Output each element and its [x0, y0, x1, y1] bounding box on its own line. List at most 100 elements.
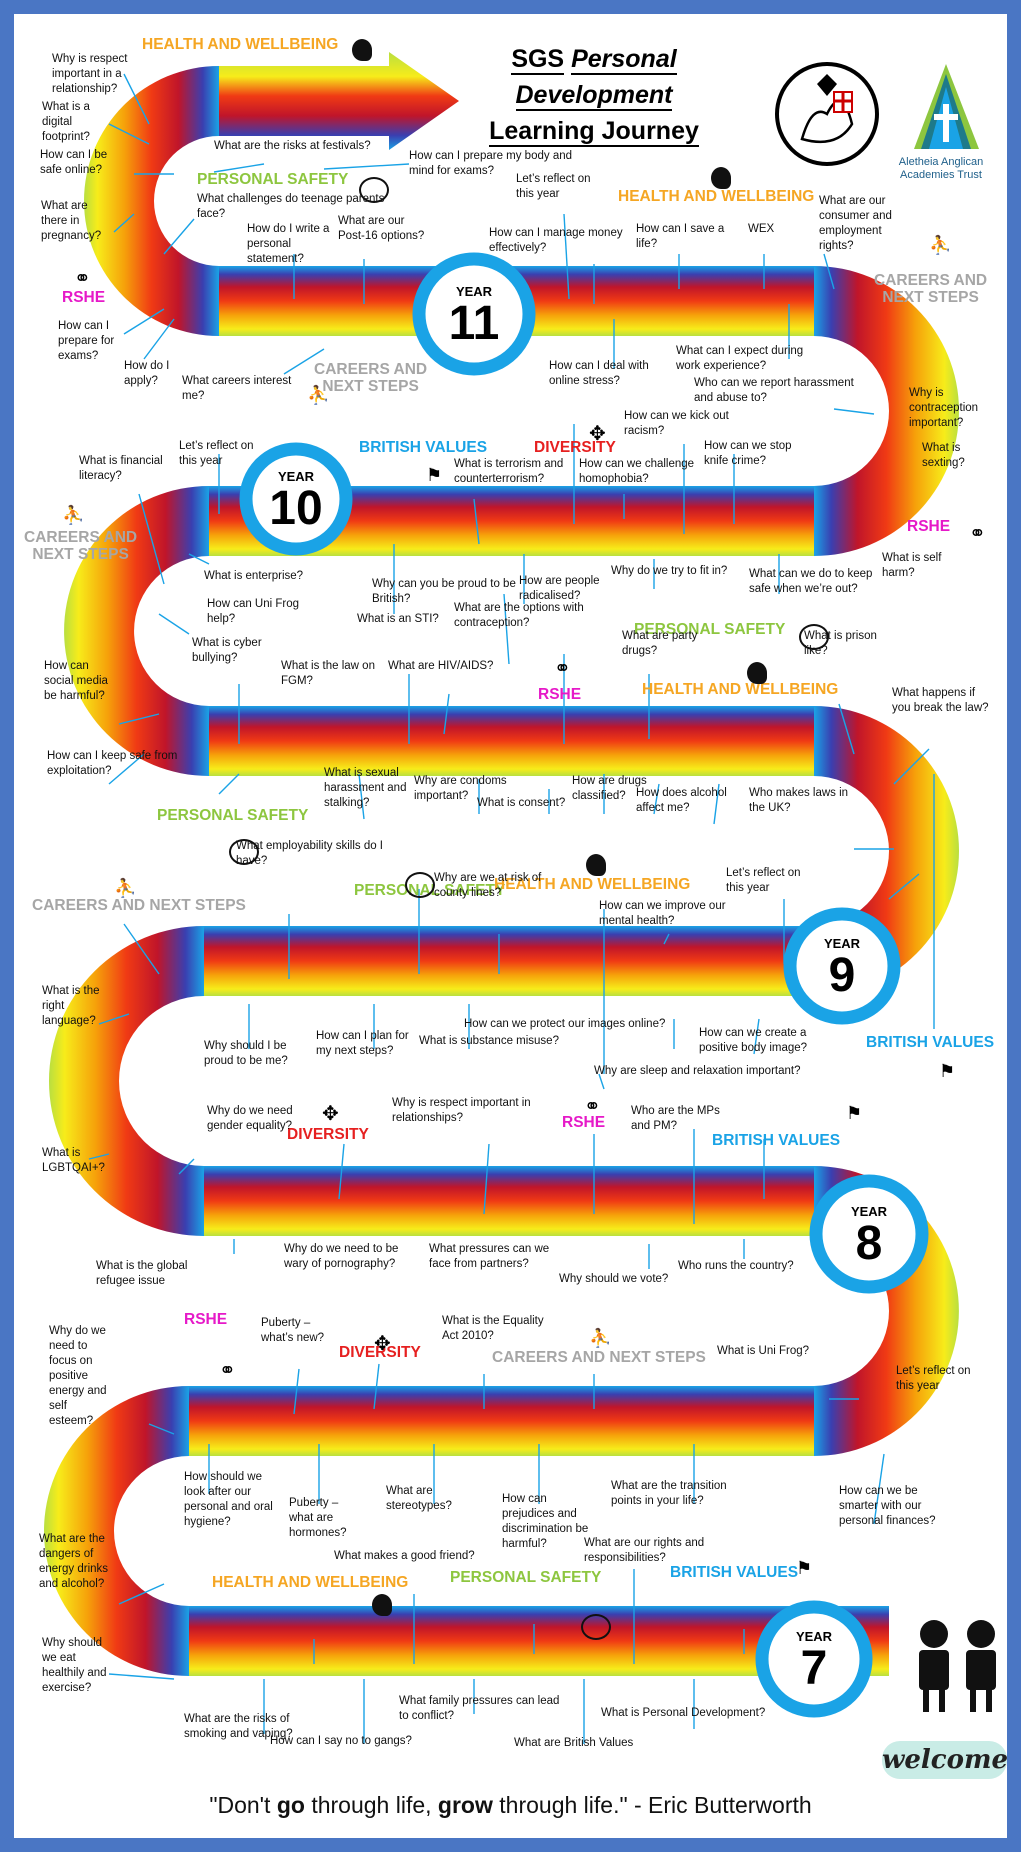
flag-person-icon: ⚑	[939, 1061, 956, 1081]
question: Why is respect important in a relationsh…	[52, 53, 128, 95]
cat-diversity: DIVERSITY	[534, 439, 616, 456]
question: How can I keep safe from exploitation?	[47, 750, 178, 777]
question: What is financial literacy?	[79, 455, 163, 482]
road-bend-top-left	[84, 66, 219, 336]
question: What is an STI?	[357, 613, 439, 625]
question: How should we look after our personal an…	[184, 1471, 273, 1528]
question: What are the risks at festivals?	[214, 140, 371, 152]
cat-careers-next-steps: CAREERS AND NEXT STEPS	[492, 1349, 706, 1366]
title-line2: Development	[515, 81, 673, 111]
connector-lines	[88, 73, 935, 1744]
question: How can we create a positive body image?	[699, 1027, 808, 1054]
question: What challenges do teenage parents face?	[197, 193, 385, 220]
title-line1: SGS	[511, 45, 565, 75]
cat-health-wellbeing: HEALTH AND WELLBEING	[142, 36, 339, 53]
year-circles	[239, 252, 929, 1718]
cat-british-values: BRITISH VALUES	[866, 1034, 995, 1051]
flag-person-icon: ⚑	[796, 1558, 813, 1578]
shield-hands-icon	[359, 177, 389, 203]
question: What family pressures can lead to confli…	[399, 1695, 560, 1722]
road-segment-year-7a	[189, 1386, 814, 1456]
question: Why are condoms important?	[414, 775, 507, 802]
question: What is Uni Frog?	[717, 1345, 810, 1357]
question: Let’s reflect on this year	[179, 440, 254, 467]
question: What is enterprise?	[204, 570, 304, 582]
diversity-arrows-icon: ✥	[322, 1103, 339, 1125]
question: Why should I be proud to be me?	[204, 1040, 288, 1067]
question: Puberty – what’s new?	[261, 1317, 325, 1344]
question: How do I write a personal statement?	[247, 223, 330, 265]
couple-icon: ⚭	[74, 268, 91, 290]
question: Who runs the country?	[678, 1260, 794, 1272]
question: What is cyber bullying?	[192, 637, 262, 664]
question: What are HIV/AIDS?	[388, 660, 494, 672]
question: How can we challenge homophobia?	[579, 458, 695, 485]
title-line3: Learning Journey	[489, 117, 699, 147]
question: How can I manage money effectively?	[489, 227, 623, 254]
shield-hands-icon	[799, 624, 829, 650]
question: What is terrorism and counterterrorism?	[454, 458, 564, 485]
question: What is consent?	[477, 797, 566, 809]
infographic-page: SGS Personal Development Learning Journe…	[14, 14, 1007, 1838]
title-line1b: Personal	[571, 45, 677, 75]
question: Why do we need to focus on positive ener…	[49, 1325, 107, 1427]
question: What is the right language?	[42, 985, 100, 1027]
question: Why should we eat healthily and exercise…	[42, 1637, 107, 1694]
question: What are British Values	[514, 1737, 634, 1749]
question: What are stereotypes?	[386, 1485, 452, 1512]
question: What employability skills do I have?	[236, 840, 383, 867]
school-crest-logo	[775, 62, 879, 166]
road-segment-sre	[209, 706, 814, 776]
question: Why is contraception important?	[909, 387, 979, 429]
question: How can social media be harmful?	[44, 660, 108, 702]
road-arrow-end	[219, 52, 459, 150]
question: Who can we report harassment and abuse t…	[694, 377, 854, 404]
road-bend-left-9	[49, 926, 204, 1236]
cat-british-values: BRITISH VALUES	[670, 1564, 799, 1581]
question: What are the options with contraception?	[454, 602, 584, 629]
question: What is substance misuse?	[419, 1035, 559, 1047]
question: What is self harm?	[882, 552, 942, 579]
shield-hands-icon	[581, 1614, 611, 1640]
question: What are the dangers of energy drinks an…	[39, 1533, 109, 1590]
cat-personal-safety: PERSONAL SAFETY	[197, 171, 349, 188]
road-bend-left-10	[64, 486, 209, 776]
question: What can I expect during work experience…	[676, 345, 804, 372]
question: What can we do to keep safe when we’re o…	[749, 568, 873, 595]
question: How can I deal with online stress?	[549, 360, 649, 387]
cat-personal-safety: PERSONAL SAFETY	[157, 807, 309, 824]
question: What is sexual harassment and stalking?	[324, 767, 407, 809]
shield-hands-icon	[405, 872, 435, 898]
question: How can we protect our images online?	[464, 1018, 666, 1030]
question: How can I save a life?	[636, 223, 725, 250]
head-gear-icon	[372, 1594, 392, 1616]
question: What are our Post-16 options?	[338, 215, 425, 242]
diversity-arrows-icon: ✥	[589, 423, 606, 445]
question: Who are the MPs and PM?	[631, 1105, 720, 1132]
question: Why do we try to fit in?	[611, 565, 728, 577]
question: What are the risks of smoking and vaping…	[184, 1713, 293, 1740]
question: Why do we need to be wary of pornography…	[284, 1243, 399, 1270]
cat-diversity: DIVERSITY	[339, 1344, 421, 1361]
head-gear-icon	[747, 662, 767, 684]
title-line2-wrap: Development	[459, 80, 729, 111]
question: What are our consumer and employment rig…	[819, 195, 892, 252]
question: What is Personal Development?	[601, 1707, 766, 1719]
cat-rshe: RSHE	[184, 1311, 228, 1328]
question: How does alcohol affect me?	[636, 787, 727, 814]
question: What makes a good friend?	[334, 1550, 475, 1562]
question: How are drugs classified?	[572, 775, 647, 802]
question: Let’s reflect on this year	[516, 173, 591, 200]
head-gear-icon	[711, 167, 731, 189]
climber-icon: ⛹	[62, 505, 85, 525]
cat-health-wellbeing: HEALTH AND WELLBEING	[618, 188, 815, 205]
question: How can I prepare my body and mind for e…	[409, 150, 573, 177]
cat-british-values: BRITISH VALUES	[359, 439, 488, 456]
school-children-icon	[919, 1620, 996, 1712]
